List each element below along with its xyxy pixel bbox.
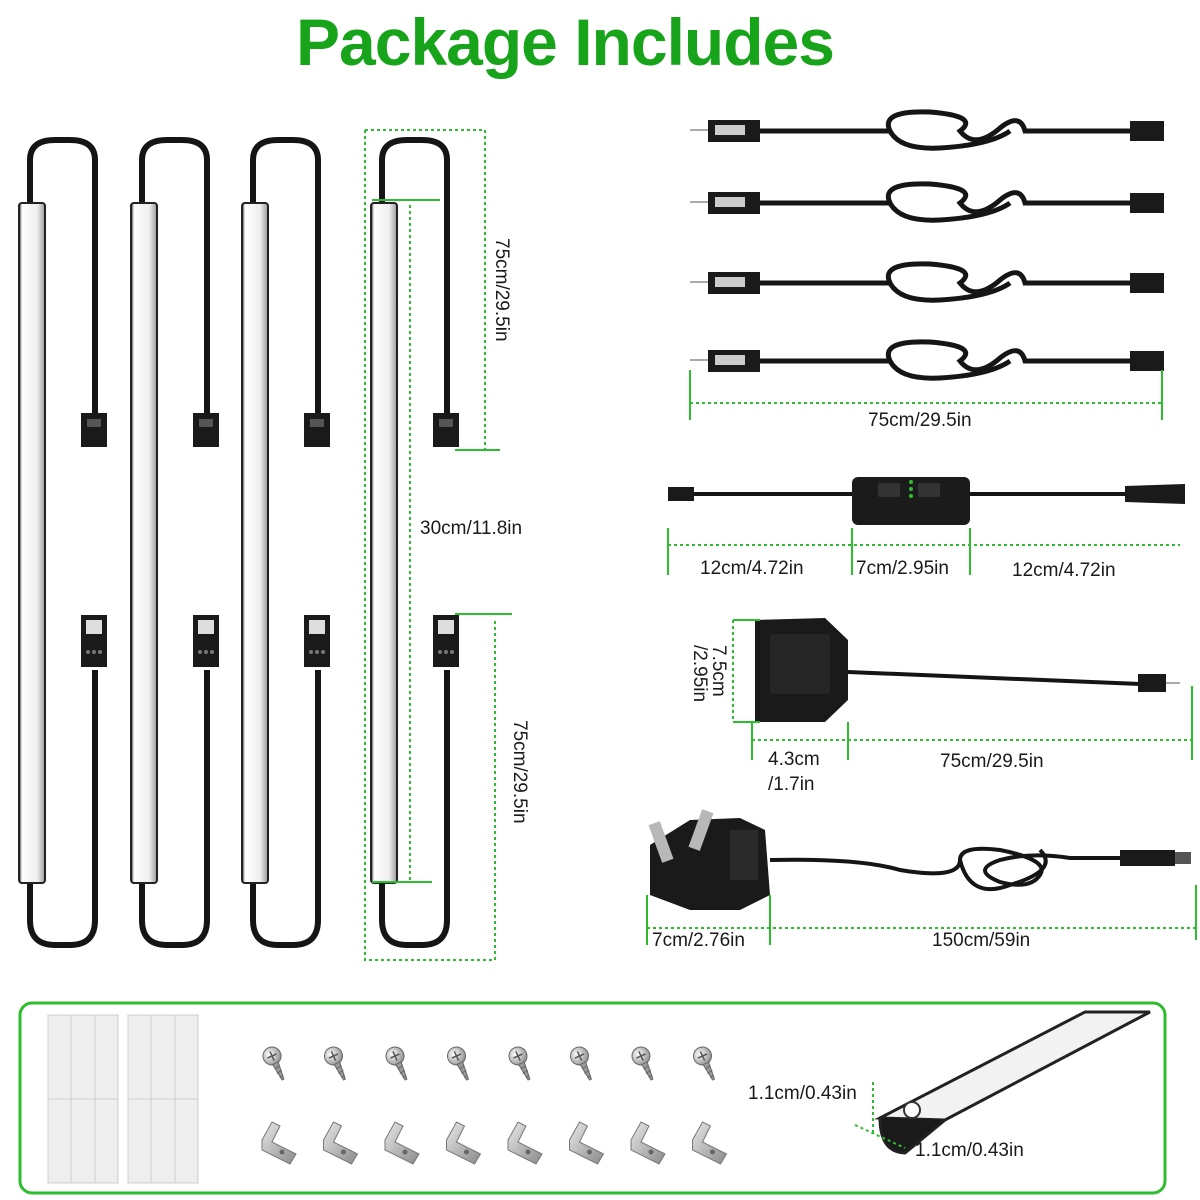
extension-cable-2 xyxy=(690,181,1164,223)
adapter-dimension-lines xyxy=(646,885,1197,945)
mounting-clip-icon xyxy=(446,1121,482,1165)
light-bar-3 xyxy=(241,137,330,948)
light-bar-1 xyxy=(18,137,107,948)
light-bar-length-label: 30cm/11.8in xyxy=(420,518,523,539)
adhesive-sheet-2 xyxy=(127,1014,199,1184)
mounting-clip-icon xyxy=(569,1121,605,1165)
switch-body-label: 7cm/2.95in xyxy=(856,558,949,579)
extension-cable-4 xyxy=(690,339,1164,381)
adapter-width-label: 7cm/2.76in xyxy=(652,930,745,951)
screw-icon xyxy=(447,1046,470,1081)
profile-width-label: 1.1cm/0.43in xyxy=(915,1140,1024,1161)
mounting-clip-icon xyxy=(261,1121,297,1165)
screw-icon xyxy=(262,1046,285,1081)
hub-connector xyxy=(755,618,1180,722)
hub-width-label: 4.3cm /1.7in xyxy=(768,747,820,797)
hub-width-line2: /1.7in xyxy=(768,774,815,795)
light-bar-cable-bottom-label: 75cm/29.5in xyxy=(509,720,530,824)
power-adapter xyxy=(648,809,1191,910)
hub-cable-label: 75cm/29.5in xyxy=(940,751,1044,772)
mounting-clip-icon xyxy=(692,1121,728,1165)
adhesive-sheet-1 xyxy=(47,1014,119,1184)
extension-cable-3 xyxy=(690,261,1164,303)
hub-width-line1: 4.3cm xyxy=(768,749,820,770)
switch-lead-right-label: 12cm/4.72in xyxy=(1012,560,1116,581)
adapter-cable-label: 150cm/59in xyxy=(932,930,1031,951)
screw-icon xyxy=(693,1046,716,1081)
mounting-clip-icon xyxy=(630,1121,666,1165)
mounting-clip-icon xyxy=(507,1121,543,1165)
light-bar-cable-top-label: 75cm/29.5in xyxy=(491,238,512,342)
profile-dimension-lines xyxy=(854,1082,906,1149)
light-bar-2 xyxy=(130,137,219,948)
page-title: Package Includes xyxy=(296,5,835,79)
light-bar-dimension-lines xyxy=(364,129,512,961)
screw-icon xyxy=(570,1046,593,1081)
aluminium-profile xyxy=(874,1010,1151,1155)
mounting-clips-row xyxy=(261,1121,728,1165)
hub-height-label: 7.5cm /2.95in xyxy=(689,645,729,703)
screw-icon xyxy=(508,1046,531,1081)
hub-dimension-lines xyxy=(732,619,1193,760)
switch-lead-left-label: 12cm/4.72in xyxy=(700,558,804,579)
accessories-panel xyxy=(18,1001,1167,1195)
light-bar-4 xyxy=(370,137,459,948)
screws-row xyxy=(262,1046,716,1081)
profile-height-label: 1.1cm/0.43in xyxy=(748,1083,857,1104)
screw-icon xyxy=(631,1046,654,1081)
hub-height-line2: /2.95in xyxy=(689,645,710,703)
mounting-clip-icon xyxy=(323,1121,359,1165)
extension-cable-label: 75cm/29.5in xyxy=(868,410,972,431)
extension-cable-1 xyxy=(690,109,1164,151)
screw-icon xyxy=(324,1046,347,1081)
extension-cable-dimension-line xyxy=(689,370,1163,420)
mounting-clip-icon xyxy=(384,1121,420,1165)
hub-height-line1: 7.5cm xyxy=(708,645,729,697)
switch-cable xyxy=(668,477,1185,525)
switch-dimension-lines xyxy=(667,528,1180,575)
screw-icon xyxy=(385,1046,408,1081)
